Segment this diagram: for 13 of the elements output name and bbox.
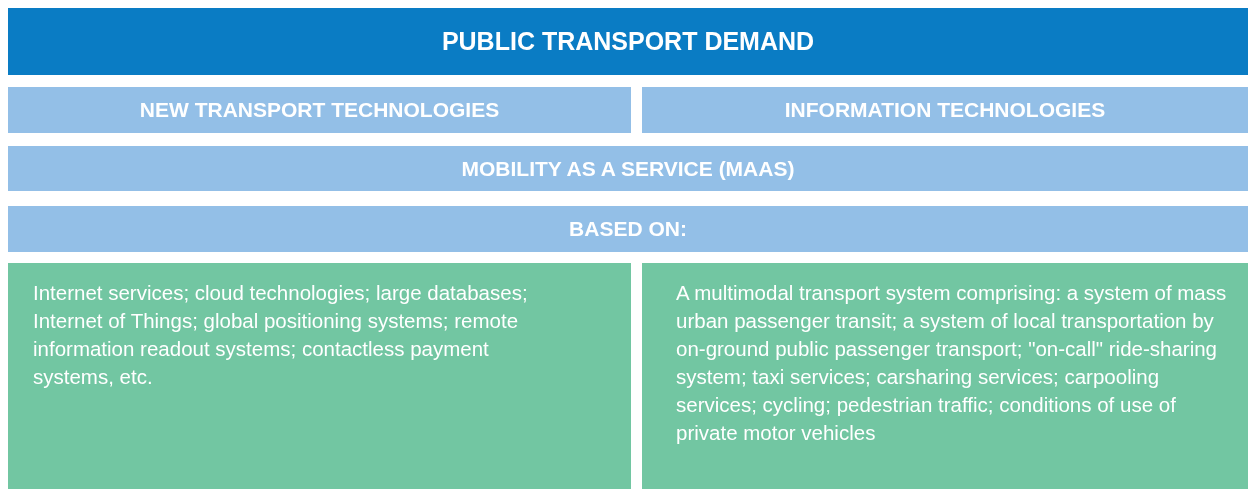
header-band [8, 146, 1248, 191]
text-panel [642, 263, 1248, 489]
header-band [642, 87, 1248, 133]
text-panel [8, 263, 631, 489]
header-band [8, 206, 1248, 252]
header-band [8, 87, 631, 133]
band-label: INFORMATION TECHNOLOGIES [784, 98, 1106, 122]
band-label: BASED ON: [569, 217, 687, 241]
title: PUBLIC TRANSPORT DEMAND [441, 27, 815, 56]
band-label: NEW TRANSPORT TECHNOLOGIES [139, 98, 500, 122]
panel-text: Internet services; cloud technologies; large databases; Internet of Things; global positioning systems; remote information readout systems; contactless payment systems, etc. [33, 280, 529, 390]
band-label: MOBILITY AS A SERVICE (MAAS) [461, 156, 795, 181]
panel-text: A multimodal transport system comprising: a system of mass urban passenger transit; a system of local transportation by on-ground public passenger transport; "on-call" ride-sharing system; taxi services; carsharing services; carpooling services; cycling; pedestrian traffic; conditions of use of private motor vehicles [676, 280, 1228, 446]
